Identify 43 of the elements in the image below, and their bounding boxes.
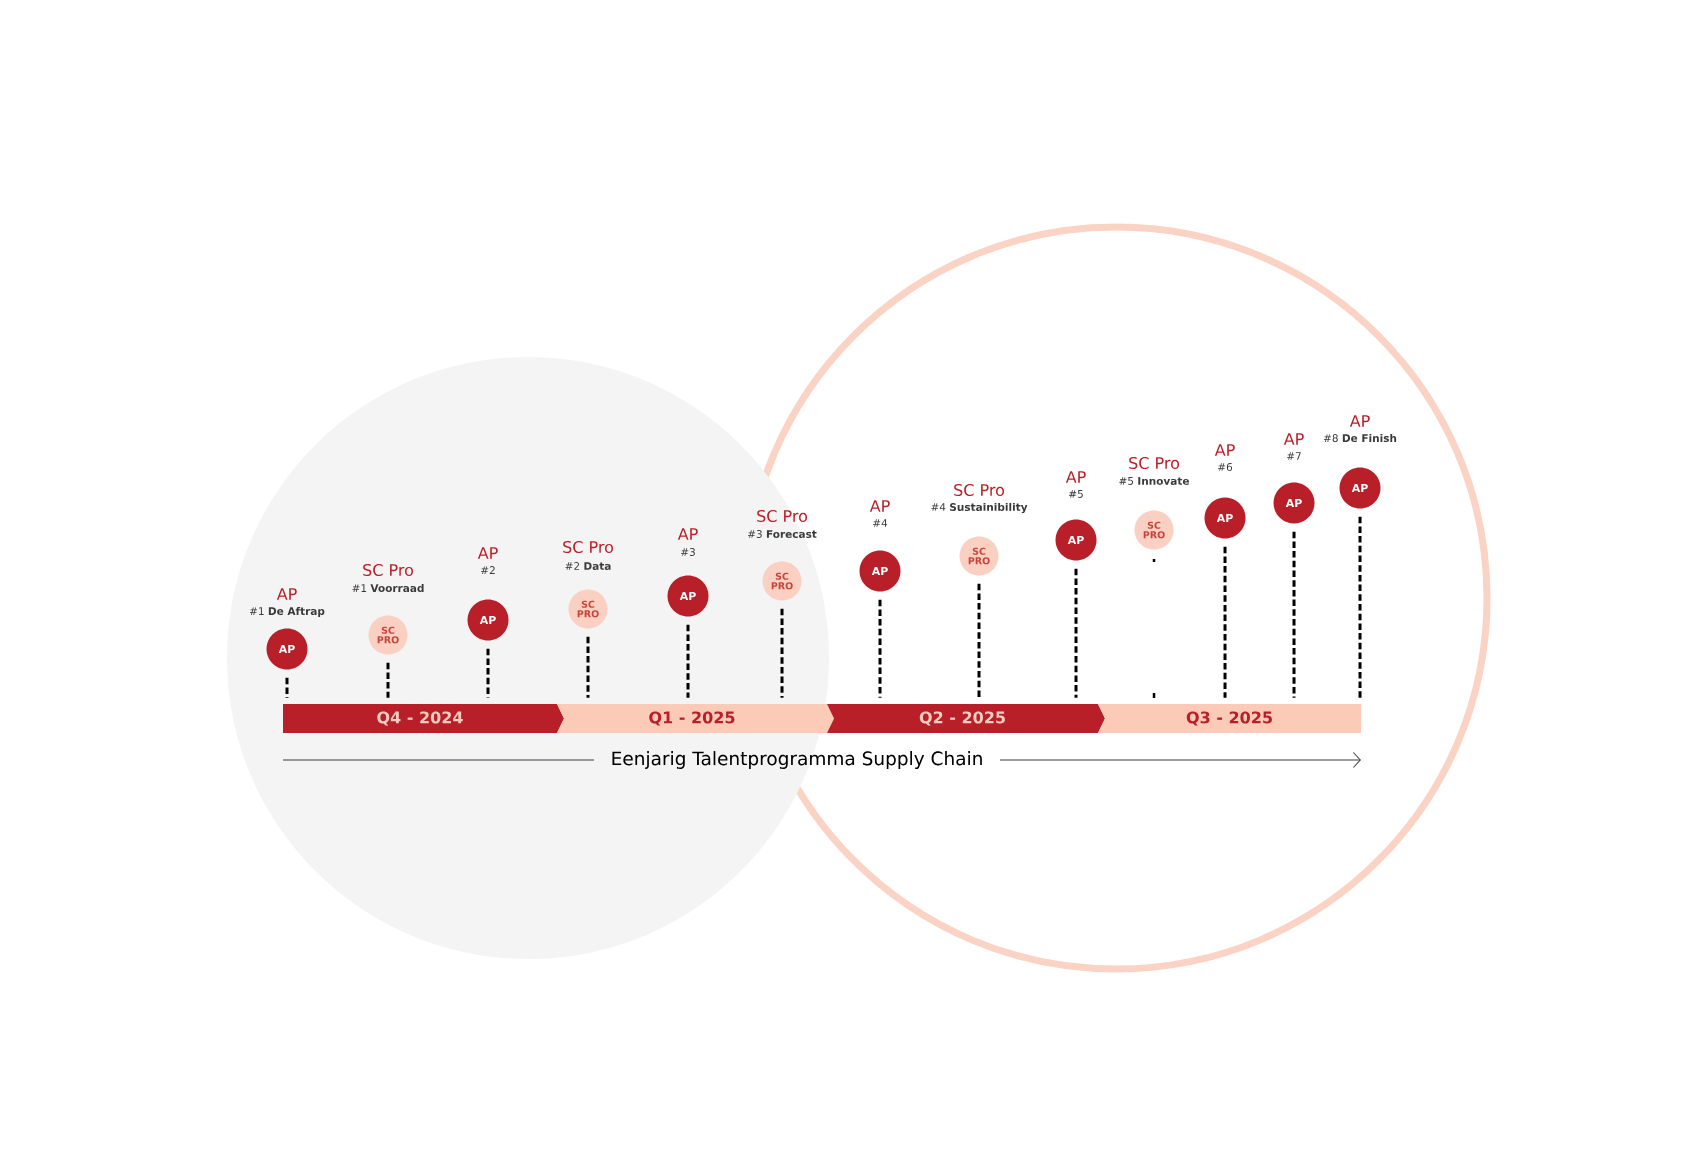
quarter-band: Q1 - 2025 [557, 704, 834, 733]
milestone-label: #4 Sustainibility [931, 502, 1028, 514]
milestone-title: SC Pro [757, 509, 808, 523]
milestone-title: AP [1065, 471, 1086, 483]
milestone-title: AP [1214, 444, 1235, 456]
milestone-label: #5 Innovate [1119, 477, 1189, 485]
milestone-label: #1 De Aftrap [249, 606, 325, 618]
milestone-label: #3 [681, 548, 695, 556]
milestone-title: AP [1283, 433, 1304, 445]
milestone-title: AP [869, 500, 890, 512]
stem-line [1358, 516, 1362, 698]
milestone-title: AP [477, 547, 498, 559]
milestone-label: #7 [1287, 452, 1301, 460]
stem-line [686, 624, 690, 698]
milestone-label: #3 Forecast [748, 530, 817, 538]
milestone-title: AP [677, 528, 698, 540]
quarter-band: Q2 - 2025 [827, 704, 1105, 733]
stem-line [977, 583, 981, 698]
quarter-band: Q4 - 2024 [283, 704, 564, 733]
timeline-caption: Eenjarig Talentprogramma Supply Chain [612, 751, 982, 769]
milestone-label: #2 Data [565, 562, 611, 570]
stem-line [1223, 546, 1227, 698]
milestone-label: #2 [481, 566, 495, 574]
milestone-label: #8 De Finish [1323, 433, 1397, 443]
stem-line [486, 648, 490, 698]
stem-line [386, 662, 390, 698]
stem-line [586, 636, 590, 698]
milestone-label: #1 Voorraad [352, 583, 424, 593]
stem-line [1292, 531, 1296, 698]
milestone-label: #6 [1218, 463, 1233, 471]
quarter-band: Q3 - 2025 [1098, 704, 1361, 733]
milestone-title: SC Pro [954, 483, 1005, 497]
stem-line [1074, 568, 1078, 698]
stem-line [285, 677, 289, 698]
milestone-title: SC Pro [563, 540, 614, 554]
milestone-title: AP [276, 588, 297, 600]
milestone-label: #5 [1069, 490, 1083, 498]
stem-line [780, 608, 784, 698]
milestone-label: #4 [873, 519, 888, 527]
milestone-title: AP [1349, 415, 1370, 427]
milestone-title: SC Pro [363, 563, 414, 577]
milestone-title: SC Pro [1129, 456, 1180, 470]
stem-line [878, 599, 882, 698]
